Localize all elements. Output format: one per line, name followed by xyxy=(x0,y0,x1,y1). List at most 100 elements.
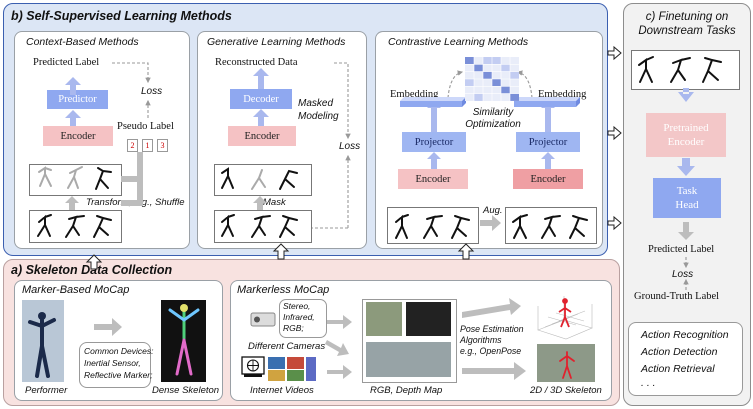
task-head-text: Task Head xyxy=(675,185,699,211)
generative-loss: Loss xyxy=(339,141,361,152)
pretrained-encoder-text: Pretrained Encoder xyxy=(663,122,709,148)
context-encoder-block: Encoder xyxy=(43,126,113,146)
ctx-input-1 xyxy=(37,214,52,237)
reconstructed-label: Reconstructed Data xyxy=(215,57,298,68)
similarity-matrix xyxy=(465,57,519,101)
rgb-image-2 xyxy=(366,342,451,377)
cameras-label: Different Cameras xyxy=(248,341,326,352)
ctx-shuffle-link xyxy=(121,152,143,206)
gen-masked-2 xyxy=(251,169,266,190)
pseudo-label-text: Pseudo Label xyxy=(117,121,174,132)
arrow-to-generative xyxy=(272,243,290,260)
camera-type-2: Infrared, xyxy=(283,312,315,322)
gen-masked-1 xyxy=(221,167,234,189)
gen-input-2 xyxy=(251,215,271,238)
task-more: . . . xyxy=(641,377,656,389)
arrow-to-contrastive xyxy=(457,243,475,260)
task-action-recognition: Action Recognition xyxy=(641,329,729,341)
task-action-detection: Action Detection xyxy=(641,346,718,358)
devices-box xyxy=(79,342,151,388)
embedding-right-label: Embedding xyxy=(538,89,587,100)
pose-est-line-1: Pose Estimation xyxy=(460,324,524,334)
mask-label: Mask xyxy=(263,197,286,208)
ctx-loss-top xyxy=(112,62,151,84)
con-input-1 xyxy=(395,214,409,239)
dense-skeleton-figure xyxy=(168,304,200,376)
devices-line-2: Inertial Sensor, xyxy=(84,358,141,368)
arrow-gen-2 xyxy=(253,109,269,126)
arrow-cam-2 xyxy=(325,340,349,356)
arrow-con-r2 xyxy=(541,152,555,169)
arrow-pose-2 xyxy=(462,362,526,380)
aug-label: Aug. xyxy=(483,205,503,216)
predictor-block: Predictor xyxy=(47,90,108,109)
masked-modeling-label: Masked Modeling xyxy=(298,97,346,123)
generative-title: Generative Learning Methods xyxy=(207,36,346,48)
dashed-loss-lines xyxy=(112,62,689,290)
marker-title: Marker-Based MoCap xyxy=(22,284,130,296)
pose-est-line-2: Algorithms xyxy=(460,335,502,345)
sim-arc-right xyxy=(516,70,533,99)
arrow-con-l2 xyxy=(427,152,441,169)
sim-arc-left xyxy=(447,70,464,99)
arrow-to-ft-2 xyxy=(607,125,622,141)
finetune-predicted-label: Predicted Label xyxy=(648,244,715,255)
camera-type-box xyxy=(279,299,327,338)
finetune-loss: Loss xyxy=(672,269,694,280)
arrow-gen-mask xyxy=(253,196,267,210)
internet-label: Internet Videos xyxy=(250,385,314,396)
con-input-3 xyxy=(451,215,470,239)
arrow-ft-1 xyxy=(678,88,694,102)
gen-loss-top xyxy=(334,62,351,140)
pseudo-cell-1: 2 xyxy=(127,139,138,152)
section-arrows xyxy=(85,45,622,270)
skeleton-label: 2D / 3D Skeleton xyxy=(530,385,602,396)
arrow-con-l1 xyxy=(427,101,441,132)
grey-arrows xyxy=(65,196,694,380)
skeleton-2d-image xyxy=(537,344,595,382)
ctx-shuffled-2 xyxy=(67,166,83,189)
contrastive-encoder-right-block: Encoder xyxy=(513,169,583,189)
devices-line-1: Common Devices: xyxy=(84,346,154,356)
ctx-input-3 xyxy=(93,215,112,238)
ft-skel-3 xyxy=(702,57,722,83)
arrow-to-context xyxy=(85,254,103,270)
finetune-title: c) Finetuning on Downstream Tasks xyxy=(638,11,736,37)
collection-title: a) Skeleton Data Collection xyxy=(11,263,173,277)
arrow-ft-2 xyxy=(677,158,695,176)
task-head-block: Task Head xyxy=(653,178,721,218)
pretrained-encoder-block: Pretrained Encoder xyxy=(646,113,726,157)
camera-type-1: Stereo, xyxy=(283,301,311,311)
arrow-ctx-1 xyxy=(65,77,81,95)
arrow-to-ft-1 xyxy=(607,45,622,61)
arrow-con-r1 xyxy=(541,101,555,132)
skeleton-3d-plot xyxy=(537,296,593,340)
performer-label: Performer xyxy=(25,385,68,396)
performer-figure xyxy=(28,312,56,378)
depth-image xyxy=(406,302,451,336)
pseudo-cell-2: 1 xyxy=(142,139,153,152)
context-predicted-label: Predicted Label xyxy=(33,57,100,68)
con-aug-3 xyxy=(569,215,588,239)
gen-input-3 xyxy=(279,215,298,238)
contrastive-title: Contrastive Learning Methods xyxy=(388,36,529,48)
skeleton-2d-figure xyxy=(559,351,575,379)
arrow-ft-pred xyxy=(678,222,694,240)
arrow-aug xyxy=(480,215,501,231)
con-input-2 xyxy=(423,215,443,239)
arrow-to-ft-3 xyxy=(607,215,622,231)
embedding-left-label: Embedding xyxy=(390,89,439,100)
contrastive-augmented-skeletons xyxy=(505,207,597,244)
task-action-retrieval: Action Retrieval xyxy=(641,363,715,375)
finetune-skeletons xyxy=(631,50,740,90)
masked-modeling-text: Masked Modeling xyxy=(298,98,339,122)
gen-input-1 xyxy=(221,214,235,237)
ctx-shuffled-1 xyxy=(38,166,52,187)
arrow-ctx-2 xyxy=(65,110,81,126)
decoder-block: Decoder xyxy=(230,89,292,109)
devices-line-3: Reflective Marker; xyxy=(84,370,153,380)
gen-loss-bottom xyxy=(312,156,348,229)
ssl-title: b) Self-Supervised Learning Methods xyxy=(11,9,232,23)
generative-encoder-block: Encoder xyxy=(228,126,296,146)
